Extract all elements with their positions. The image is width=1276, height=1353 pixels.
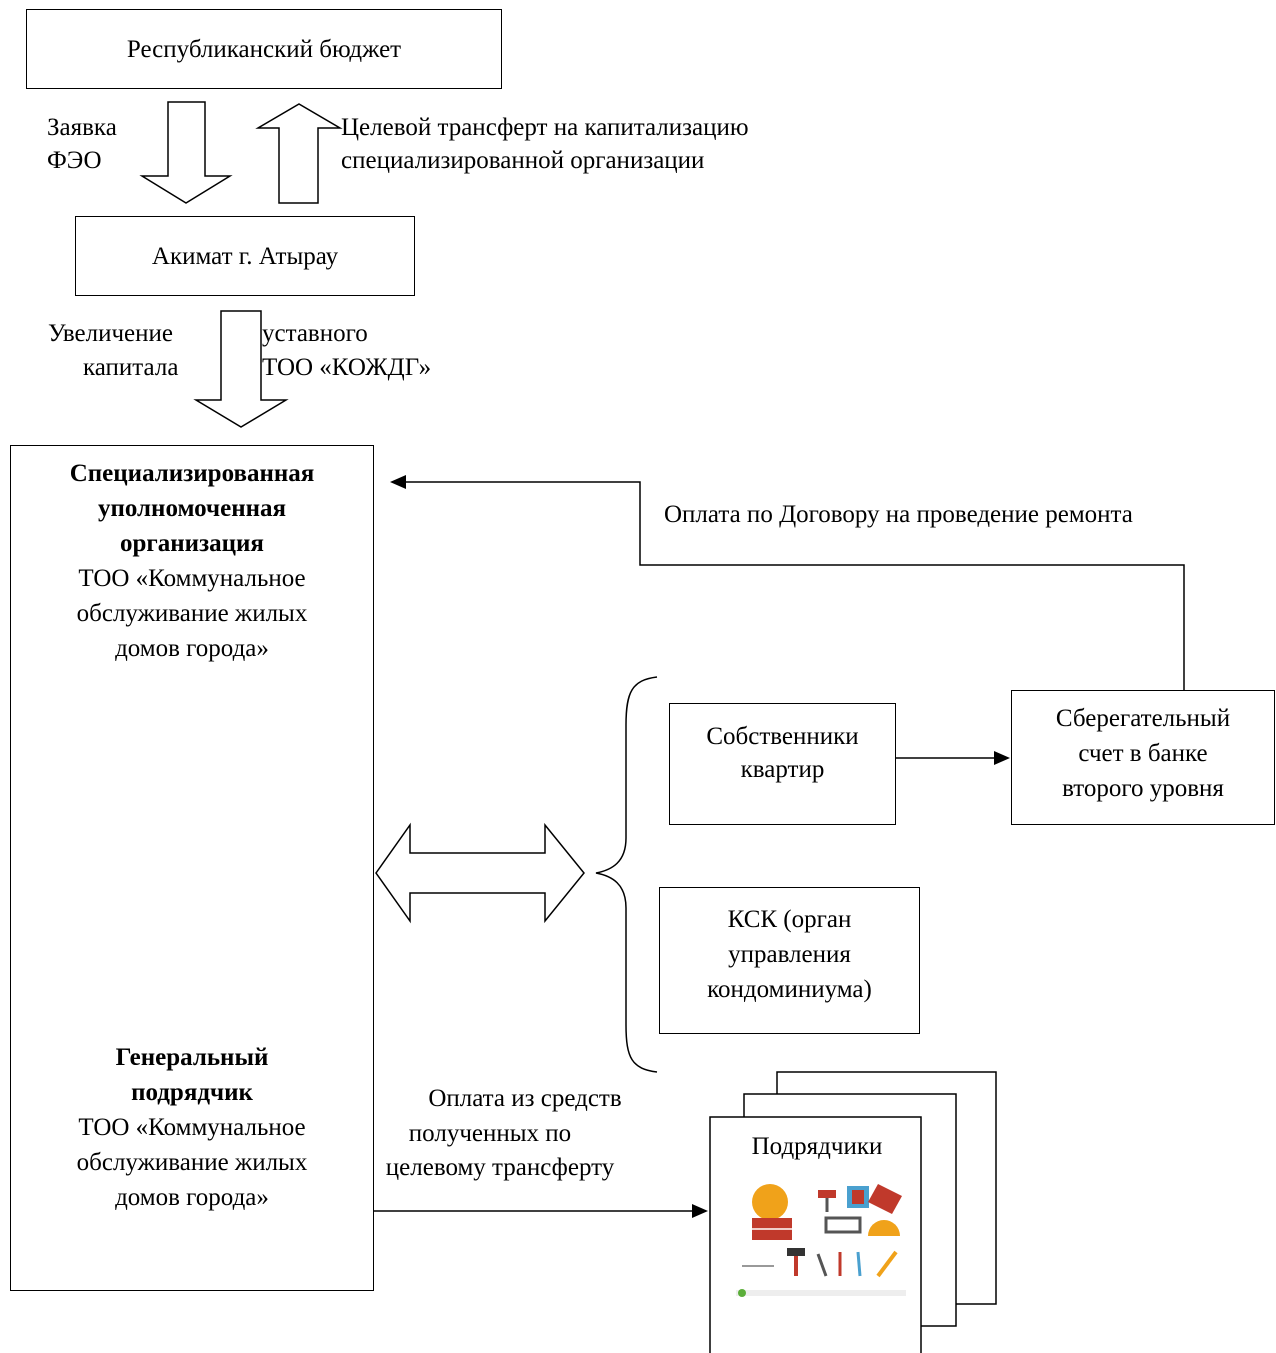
repair-payment-arrowhead <box>390 475 406 489</box>
capital-left-line2: капитала <box>83 354 179 381</box>
capital-right-line2: ТОО «КОЖДГ» <box>262 354 432 381</box>
capital-right-line1: уставного <box>262 320 368 347</box>
savings-label-line1: Сберегательный <box>1055 705 1231 732</box>
repair-payment-line <box>404 481 1185 690</box>
group-brace <box>595 676 658 1073</box>
transfer-payment-line1: Оплата из средств <box>428 1085 622 1112</box>
specialized-organization-box: Специализированная уполномоченная органи… <box>10 445 374 1291</box>
transfer-label-line2: специализированной организации <box>341 147 705 174</box>
akimat-label: Акимат г. Атырау <box>151 243 339 270</box>
ksk-box: КСК (орган управления кондоминиума) <box>659 887 920 1034</box>
specialized-title-line1: Специализированная <box>69 460 315 487</box>
ksk-label-line1: КСК (орган <box>727 906 852 933</box>
general-body-line3: домов города» <box>115 1184 269 1211</box>
construction-tools-illustration <box>736 1184 906 1297</box>
transfer-payment-line3: целевому трансферту <box>385 1154 615 1181</box>
request-label-line2: ФЭО <box>47 147 102 174</box>
specialized-body-line3: домов города» <box>115 635 269 662</box>
owners-box: Собственники квартир <box>669 703 896 825</box>
transfer-payment-line2: полученных по <box>408 1120 572 1147</box>
general-body-line2: обслуживание жилых <box>76 1149 308 1176</box>
transfer-label-line1: Целевой трансферт на капитализацию <box>341 114 749 141</box>
capital-left-line1: Увеличение <box>48 320 174 347</box>
specialized-title-line2: уполномоченная <box>97 495 287 522</box>
ksk-label-line2: управления <box>728 941 851 968</box>
akimat-box: Акимат г. Атырау <box>75 216 415 296</box>
general-title-line2: подрядчик <box>131 1079 253 1106</box>
general-title-line1: Генеральный <box>115 1044 269 1071</box>
capital-arrow <box>193 310 289 428</box>
transfer-arrow <box>255 103 343 204</box>
savings-account-box: Сберегательный счет в банке второго уров… <box>1011 690 1275 825</box>
owners-to-savings-arrowhead <box>994 751 1010 765</box>
repair-payment-label: Оплата по Договору на проведение ремонта <box>664 501 1133 528</box>
double-arrow <box>375 822 585 924</box>
ksk-label-line3: кондоминиума) <box>707 976 872 1003</box>
contractors-label: Подрядчики <box>751 1133 883 1160</box>
savings-label-line3: второго уровня <box>1062 775 1224 802</box>
request-label-line1: Заявка <box>47 114 117 141</box>
general-to-contractors-arrowhead <box>692 1204 708 1218</box>
specialized-body-line1: ТОО «Коммунальное <box>78 565 306 592</box>
owners-label-line2: квартир <box>740 756 825 783</box>
request-arrow <box>139 101 233 204</box>
specialized-title-line3: организация <box>120 530 264 557</box>
specialized-body-line2: обслуживание жилых <box>76 600 308 627</box>
budget-box: Республиканский бюджет <box>26 9 502 89</box>
savings-label-line2: счет в банке <box>1078 740 1208 767</box>
budget-label: Республиканский бюджет <box>126 36 402 63</box>
owners-label-line1: Собственники <box>706 723 859 750</box>
general-body-line1: ТОО «Коммунальное <box>78 1114 306 1141</box>
